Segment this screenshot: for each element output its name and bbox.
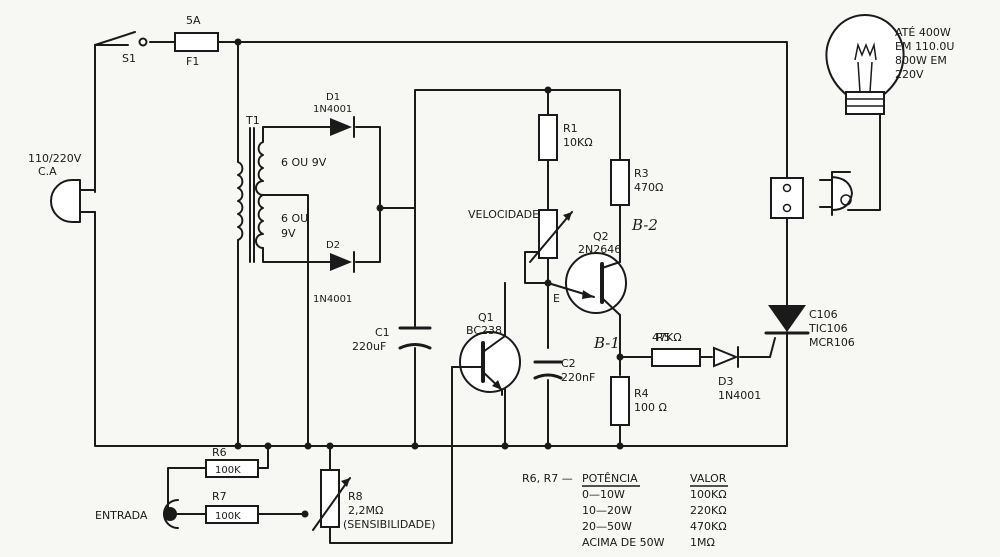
table-row-value: 220KΩ [690, 504, 727, 517]
q2-ref: Q2 [593, 230, 609, 243]
scr-c106 [764, 305, 810, 335]
r8-ref: R8 [348, 490, 363, 503]
transformer-t1 [237, 127, 264, 263]
r3-ref: R3 [634, 167, 649, 180]
junction-dots [234, 38, 624, 518]
fuse-f1 [174, 32, 219, 52]
transistor-q1 [451, 331, 521, 393]
r6-value: 100K [215, 465, 241, 476]
speed-potentiometer [524, 209, 573, 269]
resistor-r1 [538, 114, 558, 161]
r4-value: 100 Ω [634, 401, 667, 414]
q2-part: 2N2646 [578, 243, 621, 256]
c1-value: 220uF [352, 340, 386, 353]
switch-s1 [94, 31, 148, 47]
table-row-power: 20—50W [582, 520, 632, 533]
lamp-plug [819, 171, 854, 216]
fuse-rating: 5A [186, 14, 201, 27]
c2-ref: C2 [561, 357, 576, 370]
resistor-r4 [610, 376, 630, 426]
transformer-winding-1: 6 OU 9V [281, 156, 327, 169]
d3-ref: D3 [718, 375, 733, 388]
r3-value: 470Ω [634, 181, 663, 194]
d1-ref: D1 [326, 92, 340, 103]
r7-value: 100K [215, 511, 241, 522]
c2-value: 220nF [561, 371, 595, 384]
diode-d1 [330, 116, 355, 138]
q2-e-label: E [553, 292, 560, 305]
capacitor-c1 [398, 326, 432, 350]
table-row-value: 470KΩ [690, 520, 727, 533]
r1-ref: R1 [563, 122, 578, 135]
transistor-q2 [547, 252, 627, 316]
resistor-r3 [610, 159, 630, 206]
scr-alt1: TIC106 [808, 322, 848, 335]
lamp-line3: 800W EM [895, 54, 947, 67]
table-row-power: ACIMA DE 50W [582, 536, 665, 549]
r4-ref: R4 [634, 387, 649, 400]
lamp-line1: ATÉ 400W [895, 26, 951, 39]
transformer-winding-2a: 6 OU [281, 212, 308, 225]
lamp-line4: 220V [895, 68, 924, 81]
resistor-r7 [205, 505, 259, 524]
diode-d3 [713, 346, 739, 368]
table-row-power: 0—10W [582, 488, 625, 501]
capacitor-c2 [533, 360, 563, 380]
resistor-r6 [205, 459, 259, 478]
switch-ref: S1 [122, 52, 136, 65]
d2-ref: D2 [326, 240, 340, 251]
input-jack [163, 499, 179, 529]
r8-note: (SENSIBILIDADE) [343, 518, 435, 531]
table-row-value: 1MΩ [690, 536, 715, 549]
mains-plug [50, 179, 96, 223]
d1-part: 1N4001 [313, 104, 352, 115]
c1-ref: C1 [375, 326, 390, 339]
r1-value: 10KΩ [563, 136, 593, 149]
q1-part: BC238 [466, 324, 502, 337]
resistor-r5 [651, 348, 701, 367]
r8-value: 2,2MΩ [348, 504, 383, 517]
fuse-ref: F1 [186, 55, 199, 68]
scr-ref: C106 [809, 308, 838, 321]
scr-alt2: MCR106 [809, 336, 855, 349]
diode-d2 [330, 251, 355, 273]
d3-part: 1N4001 [718, 389, 761, 402]
d2-part: 1N4001 [313, 294, 352, 305]
transformer-ref: T1 [245, 114, 260, 127]
supply-type-label: C.A [38, 165, 57, 178]
resistor-value-table: R6, R7 — POTÊNCIA VALOR 0—10W 100KΩ 10—2… [522, 472, 728, 549]
r7-ref: R7 [212, 490, 227, 503]
table-head-power: POTÊNCIA [582, 472, 638, 485]
light-bulb-icon [825, 14, 905, 115]
table-row-value: 100KΩ [690, 488, 727, 501]
q2-b2-label: B-2 [631, 216, 658, 234]
table-prefix: R6, R7 — [522, 472, 573, 485]
r5-ref: R5 [656, 331, 671, 344]
table-row-power: 10—20W [582, 504, 632, 517]
supply-voltage-label: 110/220V [28, 152, 82, 165]
q1-ref: Q1 [478, 311, 494, 324]
input-label: ENTRADA [95, 509, 148, 522]
table-head-value: VALOR [690, 472, 727, 485]
transformer-winding-2b: 9V [281, 227, 296, 240]
lamp-line2: EM 110.0U [895, 40, 954, 53]
r6-ref: R6 [212, 446, 227, 459]
q2-b1-label: B-1 [593, 334, 620, 352]
speed-label: VELOCIDADE [468, 208, 539, 221]
sensitivity-potentiometer [312, 469, 351, 531]
r5-value-shown: 47KΩ [652, 331, 682, 344]
lamp-socket [770, 177, 804, 219]
